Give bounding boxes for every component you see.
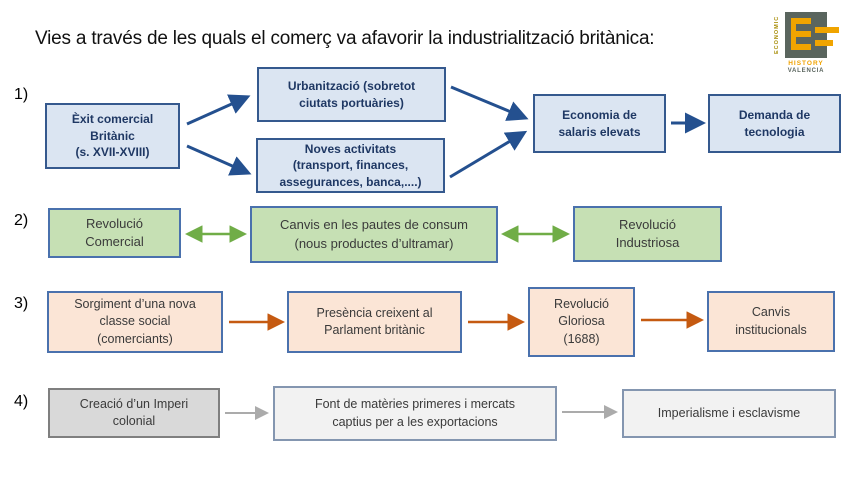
box-text: Revolució Gloriosa (1688)	[554, 296, 609, 346]
logo-monogram-icon	[791, 31, 811, 37]
box-presencia-parlament: Presència creixent al Parlament britànic	[287, 291, 462, 353]
logo-monogram-icon	[791, 18, 811, 24]
box-demanda-tecnologia: Demanda de tecnologia	[708, 94, 841, 153]
box-noves-activitats: Noves activitats (transport, finances, a…	[256, 138, 445, 193]
box-sorgiment-classe-social: Sorgiment d’una nova classe social (come…	[47, 291, 223, 353]
box-canvis-pautes-consum: Canvis en les pautes de consum (nous pro…	[250, 206, 498, 263]
logo-vertical-text: ECONOMIC	[774, 15, 780, 55]
box-text: Font de matèries primeres i mercats capt…	[314, 397, 516, 429]
box-revolucio-industriosa: Revolució Industriosa	[573, 206, 722, 262]
box-urbanitzacio: Urbanització (sobretot ciutats portuàrie…	[257, 67, 446, 122]
box-text: Demanda de tecnologia	[738, 107, 811, 139]
arrow-noves-to-economia	[449, 130, 528, 179]
row-1-label: 1)	[14, 86, 29, 103]
box-imperialisme-esclavisme: Imperialisme i esclavisme	[622, 389, 836, 438]
box-creacio-imperi: Creació d’un Imperi colonial	[48, 388, 220, 438]
row-4-label: 4)	[14, 393, 29, 410]
logo-monogram-icon	[791, 44, 811, 50]
box-revolucio-comercial: Revolució Comercial	[48, 208, 181, 258]
arrow-urbanitzacio-to-economia	[450, 85, 529, 121]
box-revolucio-gloriosa: Revolució Gloriosa (1688)	[528, 287, 635, 357]
economic-history-valencia-logo: ECONOMIC HISTORY VALENCIA	[769, 12, 845, 74]
row-3-label: 3)	[14, 295, 29, 312]
box-text: Presència creixent al Parlament britànic	[316, 305, 433, 338]
logo-history-text: HISTORY	[788, 60, 824, 67]
box-exit-comercial-britanic: Èxit comercial Britànic (s. XVII-XVIII)	[45, 103, 180, 169]
box-text: Economia de salaris elevats	[558, 107, 641, 139]
box-text: Imperialisme i esclavisme	[657, 405, 801, 420]
box-text: Sorgiment d’una nova classe social (come…	[74, 296, 196, 346]
arrow-exit-to-urbanitzacio	[186, 94, 251, 126]
row-2-label: 2)	[14, 212, 29, 229]
box-text: Revolució Comercial	[85, 215, 144, 249]
arrow-exit-to-noves	[186, 144, 252, 176]
logo-monogram-icon	[815, 27, 839, 33]
box-text: Revolució Industriosa	[615, 216, 680, 250]
logo-valencia-text: VALENCIA	[787, 68, 825, 74]
box-text: Canvis en les pautes de consum (nous pro…	[280, 217, 468, 251]
slide-title: Vies a través de les quals el comerç va …	[35, 28, 655, 49]
box-economia-salaris: Economia de salaris elevats	[533, 94, 666, 153]
box-text: Èxit comercial Britànic (s. XVII-XVIII)	[71, 112, 154, 160]
box-text: Canvis institucionals	[735, 305, 807, 337]
box-text: Creació d’un Imperi colonial	[79, 396, 189, 429]
box-font-materies: Font de matèries primeres i mercats capt…	[273, 386, 557, 441]
box-canvis-institucionals: Canvis institucionals	[707, 291, 835, 352]
box-text: Noves activitats (transport, finances, a…	[279, 141, 422, 189]
box-text: Urbanització (sobretot ciutats portuàrie…	[287, 78, 416, 110]
logo-monogram-icon	[815, 40, 833, 46]
